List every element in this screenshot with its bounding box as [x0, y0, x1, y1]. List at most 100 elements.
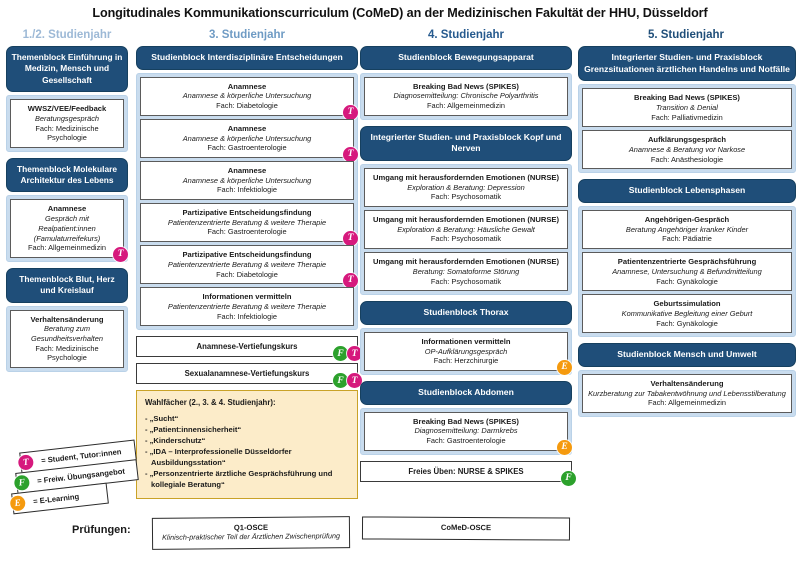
column-header-year-1-2: 1./2. Studienjahr [22, 29, 112, 41]
exam-comed-osce: CoMeD-OSCE [361, 516, 571, 541]
elearning-badge-icon: E [557, 439, 572, 455]
wahlfach-item: - „Sucht“ [145, 414, 179, 424]
course-card-umgang-mit-herausfordernden-emotionen-nurse: Umgang mit herausfordernden Emotionen (N… [364, 167, 568, 207]
elearning-badge-icon: E [9, 495, 27, 512]
wahlfaecher-box: Wahlfächer (2., 3. & 4. Studienjahr): - „… [136, 390, 358, 500]
card-subject: Fach: Psychosomatik [430, 276, 502, 286]
tutor-badge-icon: T [343, 231, 358, 247]
card-context: Beratungsgespräch [34, 113, 100, 123]
card-title: Partizipative Entscheidungsfindung [182, 207, 312, 217]
card-subject: Fach: Gynäkologie [656, 276, 718, 286]
column-header-year-3: 3. Studienjahr [208, 29, 286, 41]
card-context: Anamnese, Untersuchung & Befundmitteilun… [612, 266, 762, 276]
card-context: Diagnosemitteilung: Chronische Polyarthr… [393, 91, 539, 101]
card-subject: Fach: Psychosomatik [430, 234, 502, 244]
course-card-umgang-mit-herausfordernden-emotionen-nurse: Umgang mit herausfordernden Emotionen (N… [364, 252, 568, 292]
block-header-studienblock-abdomen: Studienblock Abdomen [360, 380, 572, 405]
block-header-studienblock-lebensphasen: Studienblock Lebensphasen [578, 179, 796, 203]
wahlfach-item: - „IDA – Interprofessionelle Düsseldorfe… [145, 447, 292, 468]
column-year-1-2: Themenblock Einführung in Medizin, Mensc… [6, 46, 128, 378]
card-context: Exploration & Beratung: Depression [407, 182, 525, 192]
card-context: Exploration & Beratung: Häusliche Gewalt [397, 224, 535, 234]
card-title: Breaking Bad News (SPIKES) [413, 81, 519, 91]
wahlfach-item: - „Personzentrierte ärztliche Gesprächsf… [145, 469, 333, 490]
wahlfach-item: - „Patient:innensicherheit“ [145, 425, 242, 435]
card-subject: Fach: Infektiologie [217, 311, 277, 321]
block-header-themenblock-blut-herz-und-kreislauf: Themenblock Blut, Herz und Kreislauf [6, 267, 128, 303]
legend-label-freiwillig: = Freiw. Übungsangebot [36, 466, 126, 486]
card-title: WWSZ/VEE/Feedback [27, 104, 107, 114]
card-title: Anamnese-Vertiefungskurs [196, 342, 298, 352]
card-title: Aufklärungsgespräch [647, 135, 727, 145]
freiwillig-badge-icon: F [561, 470, 576, 486]
card-context: Anamnese & körperliche Untersuchung [182, 91, 312, 101]
column-year-5: Integrierter Studien- und Praxisblock Gr… [578, 46, 796, 423]
card-title: Geburtssimulation [653, 299, 721, 309]
card-context: Beratung Angehöriger kranker Kinder [625, 224, 749, 234]
card-context: Gespräch mit Realpatient:innen (Famulatu… [33, 214, 101, 243]
card-title: Informationen vermitteln [421, 336, 511, 346]
course-card-breaking-bad-news-spikes: Breaking Bad News (SPIKES)Diagnosemittei… [364, 411, 572, 455]
freiwillig-badge-icon: F [333, 373, 348, 389]
card-title: Verhaltensänderung [650, 378, 724, 388]
card-title: Anamnese [227, 165, 267, 175]
card-context: Anamnese & Beratung vor Narkose [628, 145, 746, 155]
block-header-themenblock-einf-hrung-in-medizin-mensch-und: Themenblock Einführung in Medizin, Mensc… [6, 46, 128, 93]
column-header-year-4: 4. Studienjahr [427, 29, 505, 41]
card-context: Beratung zum Gesundheitsverhalten [31, 324, 103, 343]
freiwillig-badge-icon: F [13, 474, 31, 492]
card-context: OP-Aufklärungsgespräch [424, 346, 508, 356]
card-title: Anamnese [227, 81, 267, 91]
card-context: Transition & Denial [656, 103, 718, 113]
card-context: Patientenzentrierte Beratung & weitere T… [167, 217, 327, 227]
block-header-studienblock-interdisziplin-re-entscheidunge: Studienblock Interdisziplinäre Entscheid… [136, 46, 358, 70]
course-card-breaking-bad-news-spikes: Breaking Bad News (SPIKES)Diagnosemittei… [364, 76, 568, 116]
card-subject: Fach: Palliativmedizin [651, 112, 723, 122]
card-context: Beratung: Somatoforme Störung [412, 266, 520, 276]
wahlfaecher-heading: Wahlfächer (2., 3. & 4. Studienjahr): [145, 398, 276, 408]
block-header-themenblock-molekulare-architektur-des-leben: Themenblock Molekulare Architektur des L… [6, 157, 128, 193]
card-group: Breaking Bad News (SPIKES)Diagnosemittei… [360, 72, 572, 120]
card-subject: Fach: Anästhesiologie [650, 154, 724, 164]
block-header-studienblock-bewegungsapparat: Studienblock Bewegungsapparat [360, 46, 572, 70]
card-subject: Fach: Gastroenterologie [207, 143, 287, 153]
course-card-breaking-bad-news-spikes: Breaking Bad News (SPIKES)Transition & D… [582, 88, 792, 128]
card-subject: Fach: Herzchirurgie [433, 356, 499, 366]
card-group: Umgang mit herausfordernden Emotionen (N… [360, 163, 572, 296]
tutor-badge-icon: T [17, 454, 35, 471]
card-title: Sexualanamnese-Vertiefungskurs [184, 369, 310, 379]
card-context: Patientenzentrierte Beratung & weitere T… [167, 259, 327, 269]
block-header-studienblock-mensch-und-umwelt: Studienblock Mensch und Umwelt [578, 343, 796, 367]
column-year-3: Studienblock Interdisziplinäre Entscheid… [136, 46, 362, 500]
card-context: Diagnosemitteilung: Darmkrebs [414, 426, 518, 436]
card-title: Angehörigen-Gespräch [644, 215, 730, 224]
tutor-badge-icon: T [113, 246, 128, 262]
card-title: Freies Üben: NURSE & SPIKES [408, 466, 524, 476]
tutor-badge-icon: T [347, 373, 362, 389]
card-subject: Fach: Medizinische Psychologie [35, 343, 99, 363]
course-card-freies-ben-nurse-spikes: Freies Üben: NURSE & SPIKES F [360, 460, 576, 486]
card-group: Breaking Bad News (SPIKES)Transition & D… [578, 84, 796, 174]
card-subject: Fach: Pädiatrie [662, 234, 712, 244]
card-subject: Fach: Allgemeinmedizin [27, 243, 107, 253]
card-title: Anamnese [47, 204, 87, 214]
card-title: Breaking Bad News (SPIKES) [634, 93, 740, 103]
tutor-badge-icon: T [343, 104, 358, 120]
card-subject: Fach: Psychosomatik [430, 192, 502, 202]
block-header-studienblock-thorax: Studienblock Thorax [360, 301, 572, 325]
